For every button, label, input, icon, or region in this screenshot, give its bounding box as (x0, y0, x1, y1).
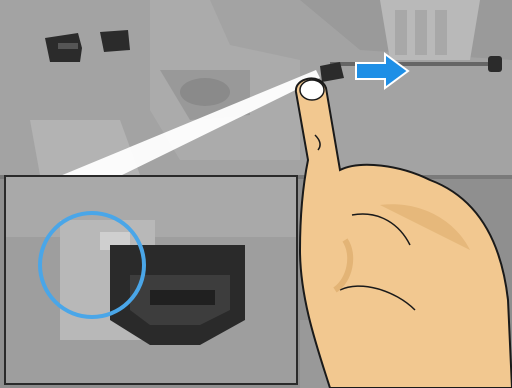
zoom-inset (5, 176, 297, 384)
